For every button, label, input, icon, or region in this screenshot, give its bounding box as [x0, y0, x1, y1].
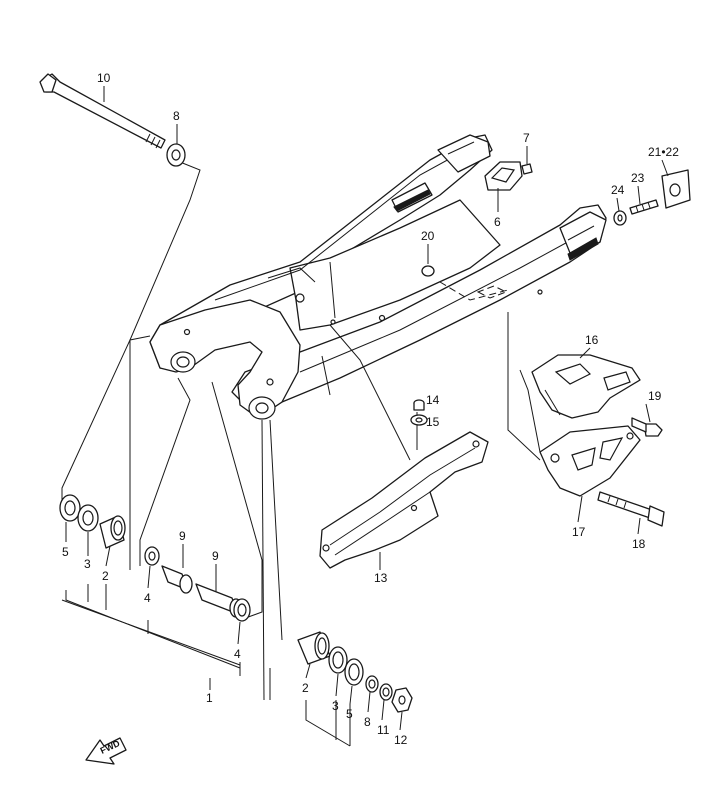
plug-20	[421, 265, 435, 277]
guide-bolt-18	[597, 491, 665, 527]
leader-lines	[61, 161, 541, 747]
washer-top	[166, 143, 186, 167]
callout-10: 10	[97, 71, 111, 85]
callout-12: 12	[394, 733, 408, 747]
callout-13: 13	[374, 571, 388, 585]
callout-4-right: 4	[234, 647, 241, 661]
spacer-collars	[144, 546, 251, 622]
left-bearing-stack	[59, 494, 126, 549]
swingarm	[149, 134, 607, 420]
chain-guide	[531, 354, 641, 419]
callout-24: 24	[611, 183, 625, 197]
callout-20: 20	[421, 229, 435, 243]
callout-ticks	[65, 86, 669, 731]
callout-23: 23	[631, 171, 645, 185]
callout-6: 6	[494, 215, 501, 229]
chain-guide-plate	[539, 425, 641, 497]
callout-3-left: 3	[84, 557, 91, 571]
screw-14	[413, 399, 425, 411]
callout-9-left: 9	[179, 529, 186, 543]
fwd-direction-badge: FWD	[85, 737, 127, 765]
screw-small	[521, 163, 533, 175]
callout-5-left: 5	[62, 545, 69, 559]
callout-5-right: 5	[346, 707, 353, 721]
callout-14: 14	[426, 393, 440, 407]
callout-11: 11	[377, 723, 390, 737]
callout-2-right: 2	[302, 681, 309, 695]
callout-8-top: 8	[173, 109, 180, 123]
callout-17: 17	[572, 525, 586, 539]
pivot-bolt	[39, 73, 166, 149]
chain-adjuster-plate	[484, 161, 523, 191]
callout-3-right: 3	[332, 699, 339, 713]
callout-7: 7	[523, 131, 530, 145]
callout-15: 15	[426, 415, 440, 429]
callout-16: 16	[585, 333, 599, 347]
callout-21-22: 21•22	[648, 145, 679, 159]
callout-18: 18	[632, 537, 646, 551]
callout-9-right: 9	[212, 549, 219, 563]
washer-15	[410, 414, 428, 426]
callout-19: 19	[648, 389, 662, 403]
right-bearing-stack	[297, 631, 413, 713]
callout-8-bottom: 8	[364, 715, 371, 729]
adjuster-bolt	[629, 199, 659, 215]
adjuster-nut	[613, 210, 627, 226]
callout-labels: 10 8 7 6 21•22 23 24 20 16 14 15 19 17 1…	[62, 71, 679, 747]
guide-bolt-19	[631, 417, 663, 437]
callout-4-left: 4	[144, 591, 151, 605]
chain-slider	[319, 431, 489, 569]
callout-1: 1	[206, 691, 213, 705]
adjuster-block	[661, 169, 691, 209]
callout-2-left: 2	[102, 569, 109, 583]
